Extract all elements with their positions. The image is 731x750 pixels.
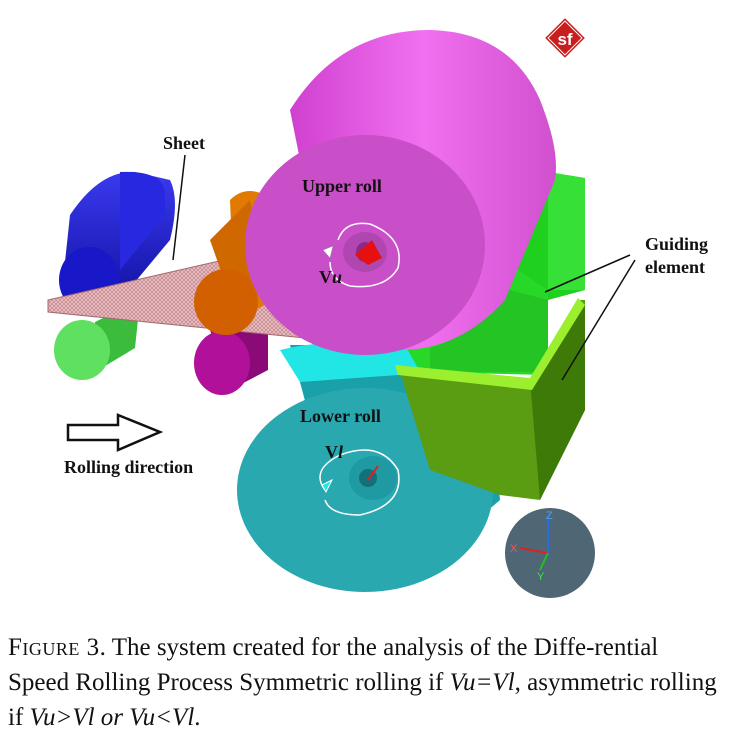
guiding-leader-line-1 [544, 254, 631, 293]
sheet-leader-line [172, 154, 186, 261]
axis-y-label: Y [537, 571, 545, 583]
vl-subscript: l [338, 442, 343, 462]
sf-logo-text: sf [557, 30, 572, 49]
rolling-direction-label: Rolling direction [64, 457, 193, 477]
axis-x-label: X [510, 543, 518, 555]
upper-roll [245, 30, 556, 355]
lower-roll-label: Lower roll [300, 406, 381, 426]
axis-triad: Z X Y [505, 508, 595, 598]
axis-z-label: Z [546, 510, 553, 522]
caption-equation-1: Vu=Vl [449, 669, 515, 696]
guiding-leader-line-2 [561, 259, 636, 381]
rolling-direction-arrow [66, 413, 164, 452]
caption-text-1: . The system created for the analysis of… [8, 634, 659, 696]
guiding-label-line1: Guiding [645, 234, 708, 254]
caption-figure-label: Figure 3 [8, 634, 100, 661]
upper-roll-label: Upper roll [302, 176, 382, 196]
magenta-support-roll [194, 318, 268, 395]
caption-text-3: . [194, 704, 201, 731]
sf-logo: sf [542, 15, 588, 61]
vu-subscript: u [332, 267, 342, 287]
figure-caption: Figure 3. The system created for the ana… [8, 630, 723, 735]
vl-label: Vl [325, 442, 343, 462]
caption-text-2: , asymmetric rolling if [8, 669, 717, 731]
vu-label: Vu [319, 267, 342, 287]
sheet-label: Sheet [163, 133, 205, 153]
blue-feed-roll [59, 171, 175, 313]
caption-equation-2: Vu>Vl or Vu<Vl [29, 704, 195, 731]
rolling-system-figure: sf [47, 15, 708, 598]
guiding-label-line2: element [645, 257, 705, 277]
